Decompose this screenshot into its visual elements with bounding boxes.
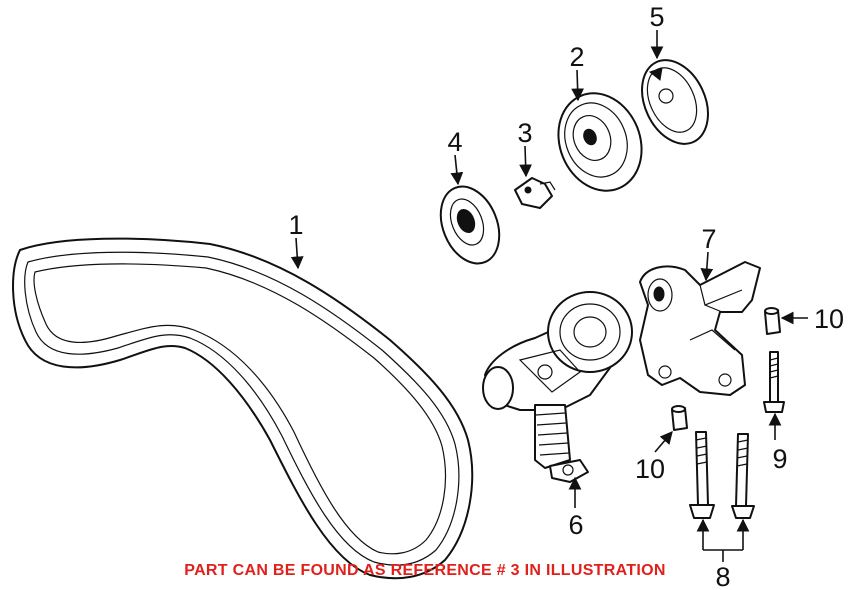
- callout-7: 7: [701, 224, 716, 254]
- reference-notice: PART CAN BE FOUND AS REFERENCE # 3 IN IL…: [184, 562, 666, 579]
- callout-4: 4: [447, 127, 462, 157]
- callout-2: 2: [569, 42, 584, 72]
- callout-10-lower: 10: [635, 454, 665, 484]
- tensioner-bracket-part[interactable]: [639, 261, 761, 396]
- callout-1: 1: [288, 210, 303, 240]
- dowel-sleeve-lower-part[interactable]: [671, 405, 688, 431]
- bolt-eight-right-part[interactable]: [731, 433, 755, 519]
- belt-tensioner-part[interactable]: [482, 291, 633, 483]
- idler-pulley-part[interactable]: [544, 81, 656, 204]
- bolt-eight-left-part[interactable]: [689, 431, 715, 519]
- callout-3: 3: [517, 118, 532, 148]
- callout-8: 8: [715, 562, 730, 590]
- leader-lines: [290, 30, 808, 562]
- dowel-sleeve-upper-part[interactable]: [764, 307, 781, 335]
- serpentine-belt-part[interactable]: [12, 237, 474, 580]
- bolt-nine-part[interactable]: [763, 351, 785, 413]
- callout-6: 6: [568, 510, 583, 540]
- cap-part[interactable]: [514, 177, 556, 209]
- callout-9: 9: [772, 444, 787, 474]
- callout-10-upper: 10: [814, 304, 844, 334]
- pulley-cover-part[interactable]: [629, 49, 721, 154]
- washer-part[interactable]: [430, 178, 510, 272]
- callout-5: 5: [649, 2, 664, 32]
